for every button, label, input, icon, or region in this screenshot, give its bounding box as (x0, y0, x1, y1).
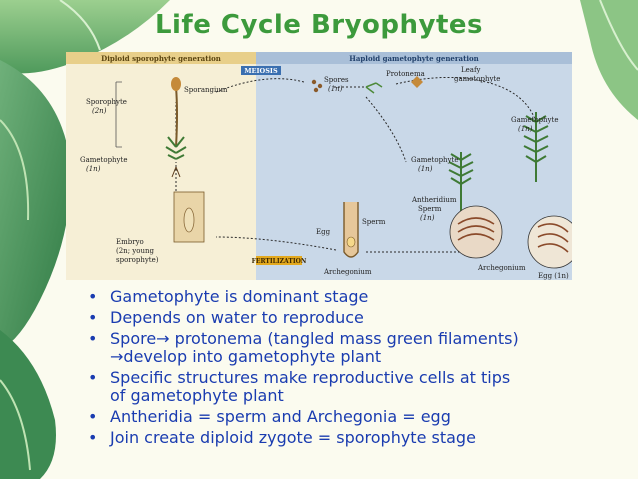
label-leafy1: Leafy (461, 66, 481, 74)
label-gametophyte-female: Gametophyte (511, 116, 558, 124)
label-sporangium: Sporangium (184, 86, 228, 94)
label-gametophyte-male: Gametophyte (411, 156, 458, 164)
gametophyte-plant (448, 152, 474, 212)
bullet-dot: • (88, 428, 98, 447)
spore (313, 87, 319, 93)
haploid-panel (256, 52, 572, 280)
rhizoid (171, 166, 181, 178)
label-antheridium: Antheridium (411, 196, 457, 204)
label-spores: Spores (324, 76, 349, 84)
bullet-line-continued: of gametophyte plant (110, 386, 284, 405)
label-sperm: Sperm (362, 218, 386, 226)
bullet-dot: • (88, 329, 98, 348)
bullet-line: Depends on water to reproduce (110, 308, 364, 327)
bullet-line: Specific structures make reproductive ce… (110, 368, 511, 387)
antheridium-detail (449, 205, 503, 259)
bullet-item: • Specific structures make reproductive c… (88, 369, 628, 405)
haploid-header-label: Haploid gametophyte generation (349, 54, 479, 63)
label-spores-ploidy: (1n) (328, 85, 343, 93)
gametophyte-plant (523, 112, 549, 182)
meiosis-tag (241, 66, 281, 75)
protonema (365, 82, 383, 94)
spore (311, 79, 317, 85)
sporophyte-stalk (175, 86, 178, 148)
embryo (183, 207, 195, 233)
bullet-list: • Gametophyte is dominant stage • Depends … (88, 288, 628, 450)
label-sporophyte: Sporophyte (86, 98, 127, 106)
label-egg-right: Egg (1n) (538, 272, 569, 280)
page-title: Life Cycle Bryophytes (154, 10, 484, 40)
bullet-item: • Spore→ protonema (tangled mass green fi… (88, 330, 628, 366)
bullet-item: • Gametophyte is dominant stage (88, 288, 628, 306)
bullet-item: • Depends on water to reproduce (88, 309, 628, 327)
label-leafy2: gametophyte (454, 75, 500, 83)
leaf-shape (0, 379, 31, 471)
bullet-line: Spore→ protonema (tangled mass green fil… (110, 329, 519, 348)
bullet-line: Gametophyte is dominant stage (110, 287, 369, 306)
bullet-dot: • (88, 368, 98, 387)
diploid-panel (66, 52, 256, 280)
label-embryo-sub2: sporophyte) (116, 256, 159, 264)
spore (317, 83, 323, 89)
bullet-line: Antheridia = sperm and Archegonia = egg (110, 407, 451, 426)
bullet-line-continued: →develop into gametophyte plant (110, 347, 382, 366)
cycle-arrow (215, 78, 305, 93)
label-gametophyte-female-ploidy: (1n) (518, 125, 533, 133)
label-sporophyte-ploidy: (2n) (92, 107, 107, 115)
archegonium-detail (527, 215, 572, 269)
bullet-line: Join create diploid zygote = sporophyte … (110, 428, 476, 447)
egg-cell (346, 236, 356, 248)
fertilization-tag (256, 256, 302, 265)
generation-bracket (115, 81, 122, 148)
label-egg: Egg (316, 228, 331, 236)
label-gametophyte-left: Gametophyte (80, 156, 127, 164)
bullet-item: • Join create diploid zygote = sporophyte… (88, 429, 628, 447)
leaf-shape (0, 60, 71, 350)
archegonium-detail (537, 223, 569, 253)
bullet-dot: • (88, 407, 98, 426)
archegonium-center (343, 202, 359, 258)
sporangium-capsule (171, 77, 181, 91)
bullet-dot: • (88, 308, 98, 327)
diploid-header (66, 52, 256, 64)
meiosis-label: MEIOSIS (244, 67, 278, 75)
diploid-header-label: Diploid sporophyte generation (101, 54, 221, 63)
label-gametophyte-left-ploidy: (1n) (86, 165, 101, 173)
label-embryo: Embryo (116, 238, 144, 246)
cycle-arrow (365, 96, 407, 163)
bullet-item: • Antheridia = sperm and Archegonia = egg (88, 408, 628, 426)
cycle-arrow (215, 236, 337, 251)
label-archegonium-mid: Archegonium (323, 268, 372, 276)
leafy-bud (411, 76, 423, 88)
bullet-dot: • (88, 287, 98, 306)
leaf-shape (599, 0, 638, 71)
leaf-shape (59, 0, 101, 51)
antheridium-detail (457, 217, 495, 241)
haploid-header (256, 52, 572, 64)
label-protonema: Protonema (386, 70, 425, 78)
gametophyte-leafy (165, 136, 187, 160)
fertilization-label: FERTILIZATION (252, 258, 307, 265)
label-embryo-sub1: (2n; young (116, 247, 154, 255)
label-sperm-small: Sperm (418, 205, 442, 213)
leaf-shape (580, 0, 638, 120)
life-cycle-diagram: Diploid sporophyte generation Haploid ga… (66, 52, 572, 280)
label-sperm-small-ploidy: (1n) (420, 214, 435, 222)
leaf-shape (0, 330, 56, 479)
label-gametophyte-male-ploidy: (1n) (418, 165, 433, 173)
label-archegonium-right: Archegonium (477, 264, 526, 272)
leaf-shape (0, 0, 170, 74)
leaf-shape (0, 119, 30, 221)
